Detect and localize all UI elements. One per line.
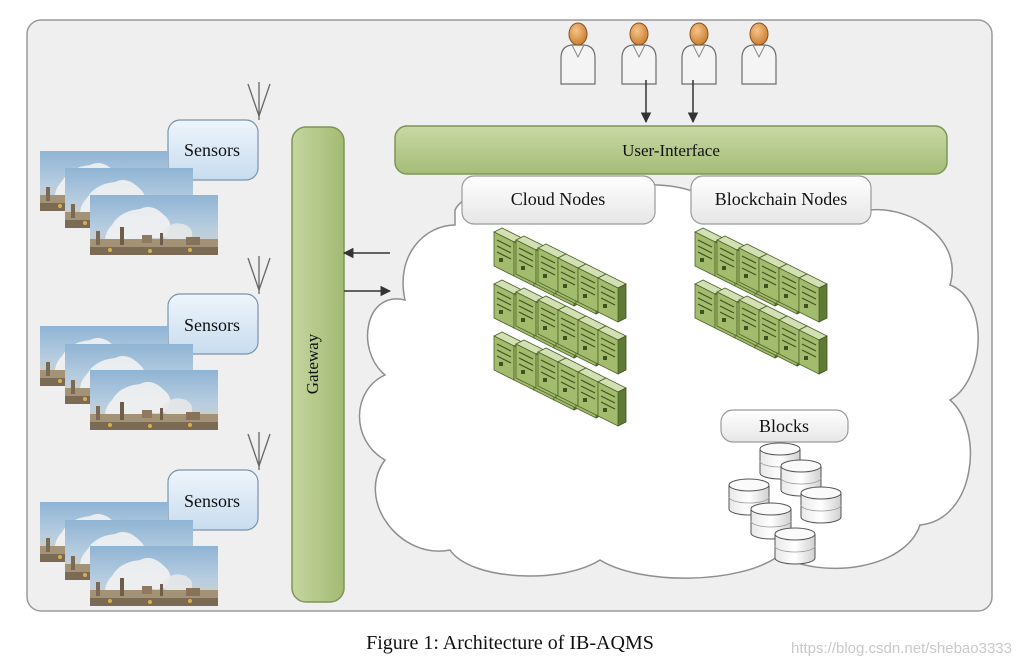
sensor-group-1: Sensors	[40, 81, 271, 255]
sensor-group-3: Sensors	[40, 431, 271, 606]
cloud-nodes-box: Cloud Nodes	[461, 175, 656, 225]
user-interface-label: User-Interface	[622, 141, 720, 160]
user-interface-bar: User-Interface	[394, 125, 948, 175]
sensors-box	[167, 469, 259, 531]
watermark: https://blog.csdn.net/shebao3333	[790, 640, 1012, 657]
database-icon	[774, 527, 816, 565]
sensors-box	[167, 119, 259, 181]
sensors-label: Sensors	[184, 315, 240, 335]
gateway-label: Gateway	[303, 333, 322, 394]
factory-photo	[90, 546, 218, 606]
blockchain-nodes-box: Blockchain Nodes	[690, 175, 872, 225]
sensors-label: Sensors	[184, 140, 240, 160]
sensors-box	[167, 293, 259, 355]
blocks-label: Blocks	[759, 416, 809, 436]
database-icon	[800, 486, 842, 524]
figure-caption: Figure 1: Architecture of IB-AQMS	[366, 632, 654, 654]
sensor-group-2: Sensors	[40, 255, 271, 430]
blocks-box: Blocks	[720, 409, 849, 443]
factory-photo	[90, 370, 218, 430]
sensors-label: Sensors	[184, 491, 240, 511]
blockchain-nodes-label: Blockchain Nodes	[715, 189, 847, 209]
cloud-nodes-label: Cloud Nodes	[511, 189, 606, 209]
cloud-shape	[358, 184, 979, 579]
gateway-bar: Gateway	[291, 126, 345, 603]
factory-photo	[90, 195, 218, 255]
